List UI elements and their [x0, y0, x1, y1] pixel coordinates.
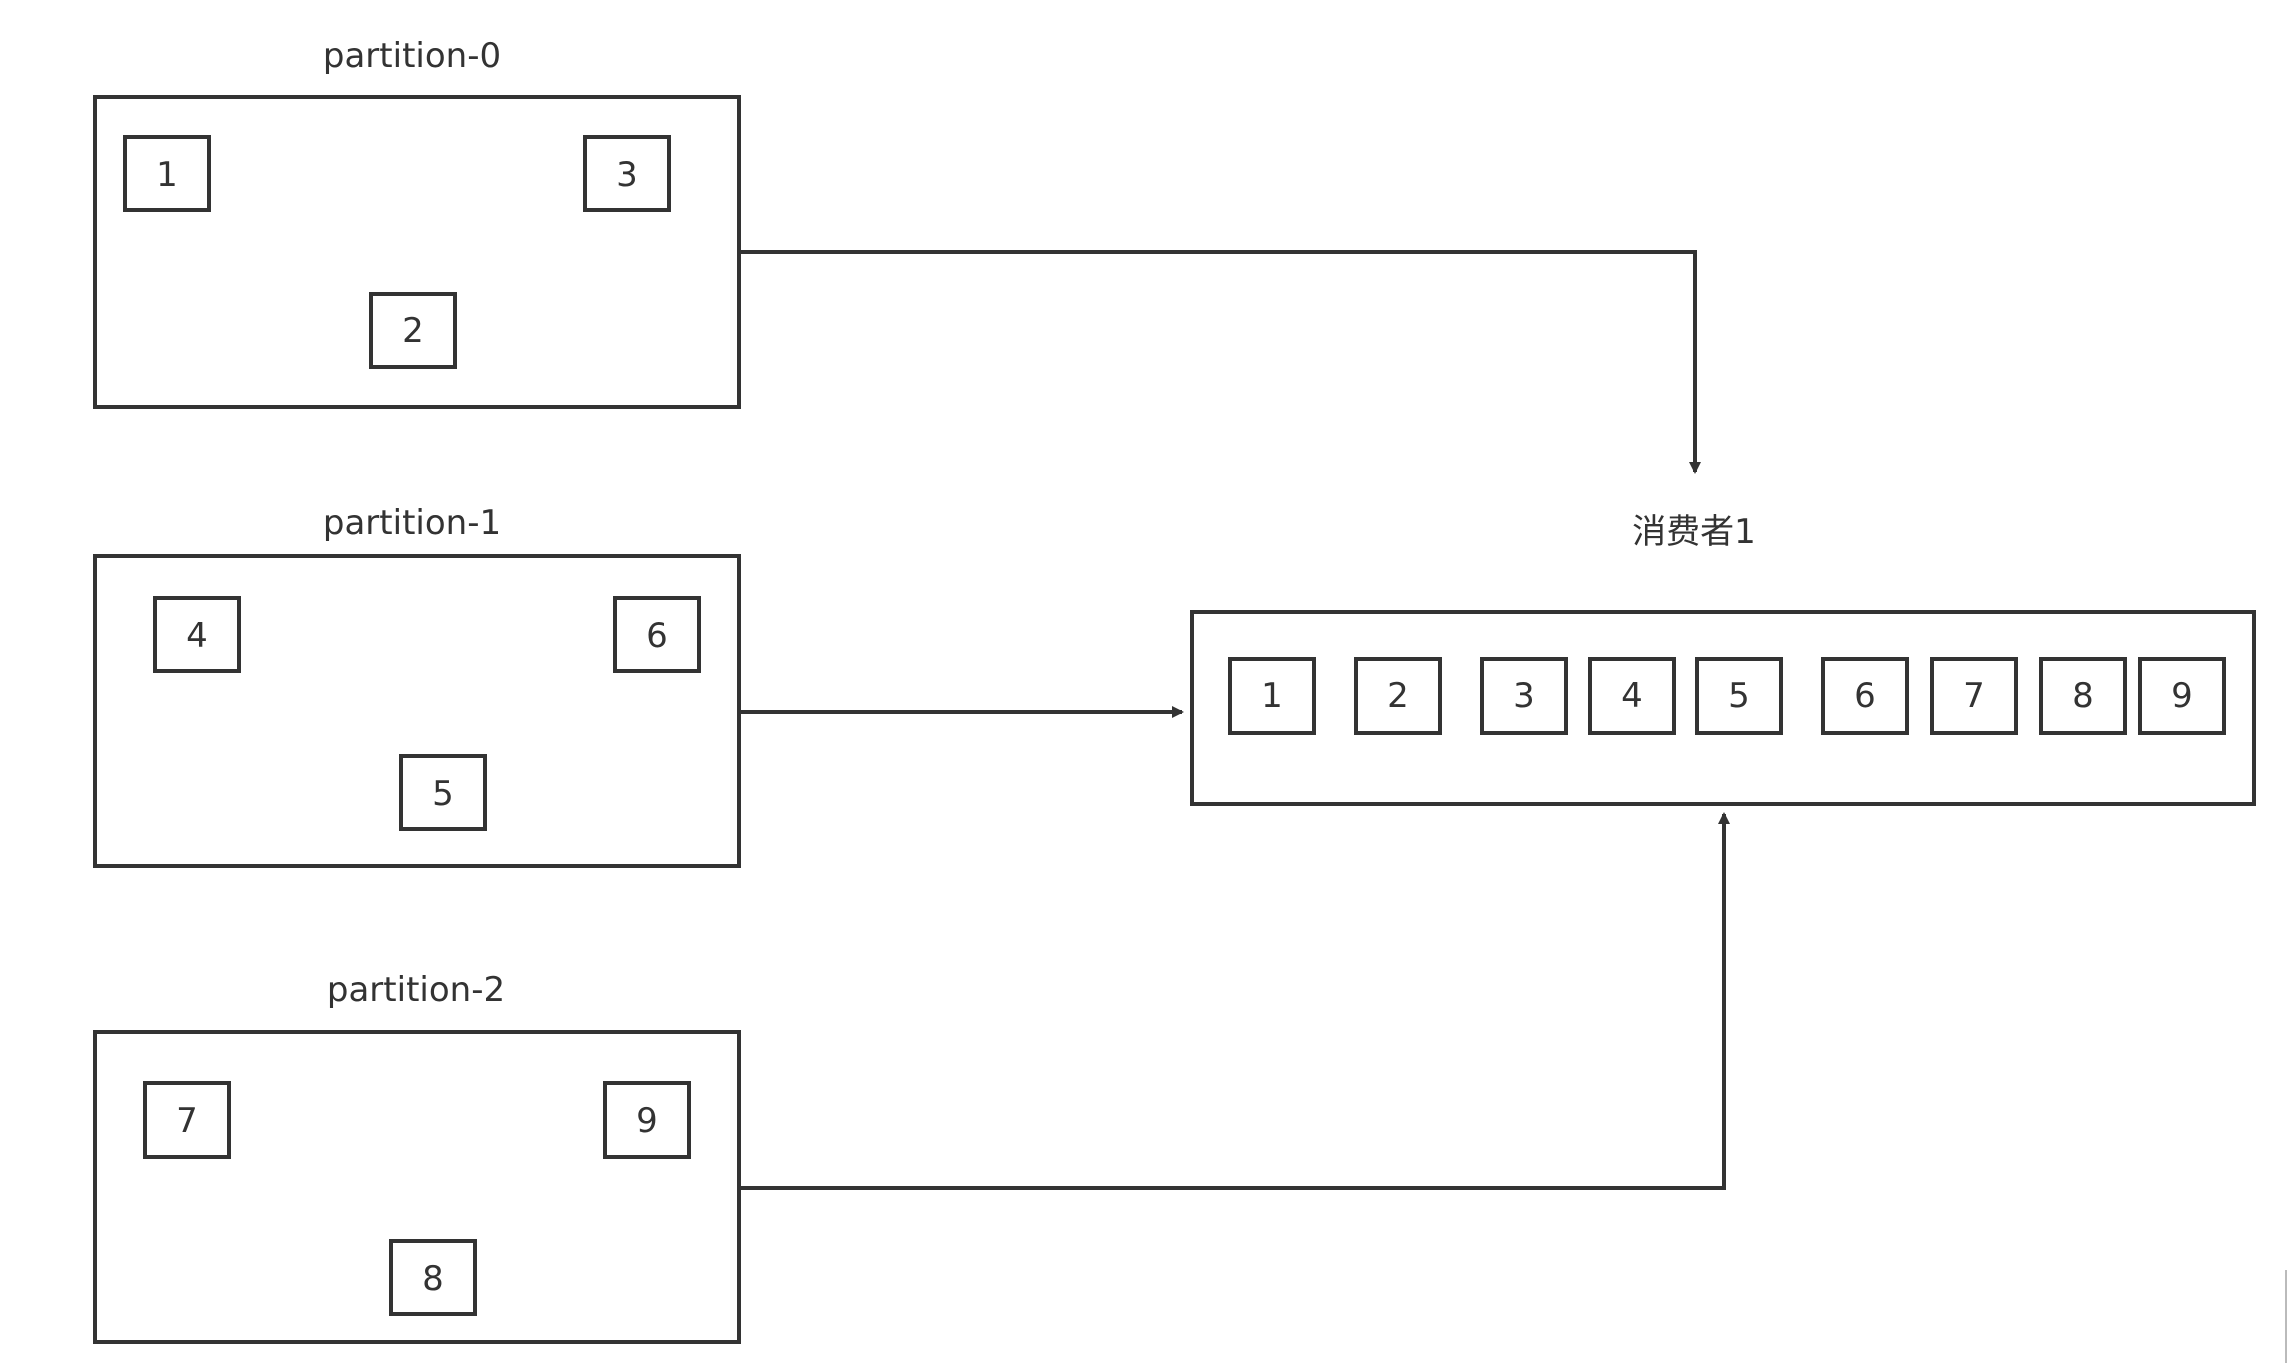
message-box — [1228, 657, 1316, 735]
partition-2-message[interactable]: 8 — [389, 1239, 477, 1316]
message-box — [1930, 657, 2018, 735]
partition-0-message[interactable]: 3 — [583, 135, 671, 212]
message-label: 8 — [2072, 676, 2094, 716]
consumer-message[interactable]: 1 — [1228, 657, 1316, 735]
message-box — [1480, 657, 1568, 735]
partition-2-message[interactable]: 9 — [603, 1081, 691, 1159]
message-box — [583, 135, 671, 212]
message-label: 3 — [1513, 676, 1535, 716]
partition-0-message[interactable]: 2 — [369, 292, 457, 369]
message-label: 6 — [646, 616, 668, 656]
partition-2-message[interactable]: 7 — [143, 1081, 231, 1159]
message-label: 5 — [432, 774, 454, 814]
message-box — [399, 754, 487, 831]
consumer-message[interactable]: 7 — [1930, 657, 2018, 735]
message-label: 7 — [1963, 676, 1985, 716]
message-box — [369, 292, 457, 369]
message-label: 1 — [1261, 676, 1283, 716]
message-box — [603, 1081, 691, 1159]
message-box — [613, 596, 701, 673]
message-label: 4 — [186, 616, 208, 656]
message-label: 5 — [1728, 676, 1750, 716]
message-label: 2 — [402, 311, 424, 351]
message-box — [153, 596, 241, 673]
message-box — [123, 135, 211, 212]
consumer-message[interactable]: 8 — [2039, 657, 2127, 735]
partition-2-group: partition-2 7 9 8 — [93, 970, 741, 1344]
partition-0-message[interactable]: 1 — [123, 135, 211, 212]
message-box — [1588, 657, 1676, 735]
partition-1-message[interactable]: 6 — [613, 596, 701, 673]
partition-2-label: partition-2 — [327, 970, 505, 1010]
message-label: 3 — [616, 155, 638, 195]
message-label: 9 — [2171, 676, 2193, 716]
message-label: 7 — [176, 1101, 198, 1141]
message-label: 2 — [1387, 676, 1409, 716]
consumer-message[interactable]: 4 — [1588, 657, 1676, 735]
partition-1-group: partition-1 4 6 5 — [93, 503, 741, 868]
message-box — [143, 1081, 231, 1159]
partition-0-label: partition-0 — [323, 36, 501, 76]
edge-partition-2-to-consumer — [739, 812, 1730, 1190]
consumer-group: 消费者1 1 2 3 4 5 6 7 — [1190, 512, 2256, 806]
message-label: 8 — [422, 1259, 444, 1299]
consumer-message[interactable]: 5 — [1695, 657, 1783, 735]
message-label: 4 — [1621, 676, 1643, 716]
message-label: 6 — [1854, 676, 1876, 716]
consumer-message[interactable]: 6 — [1821, 657, 1909, 735]
consumer-message[interactable]: 9 — [2138, 657, 2226, 735]
message-box — [1695, 657, 1783, 735]
consumer-message[interactable]: 2 — [1354, 657, 1442, 735]
message-label: 1 — [156, 155, 178, 195]
partition-1-message[interactable]: 5 — [399, 754, 487, 831]
consumer-message[interactable]: 3 — [1480, 657, 1568, 735]
message-box — [1821, 657, 1909, 735]
consumer-label: 消费者1 — [1632, 512, 1756, 552]
message-box — [2039, 657, 2127, 735]
message-box — [2138, 657, 2226, 735]
message-box — [1354, 657, 1442, 735]
partition-1-label: partition-1 — [323, 503, 501, 543]
edge-partition-0-to-consumer — [739, 250, 1701, 474]
partition-0-group: partition-0 1 3 2 — [93, 36, 741, 409]
message-box — [389, 1239, 477, 1316]
message-label: 9 — [636, 1101, 658, 1141]
partition-1-message[interactable]: 4 — [153, 596, 241, 673]
